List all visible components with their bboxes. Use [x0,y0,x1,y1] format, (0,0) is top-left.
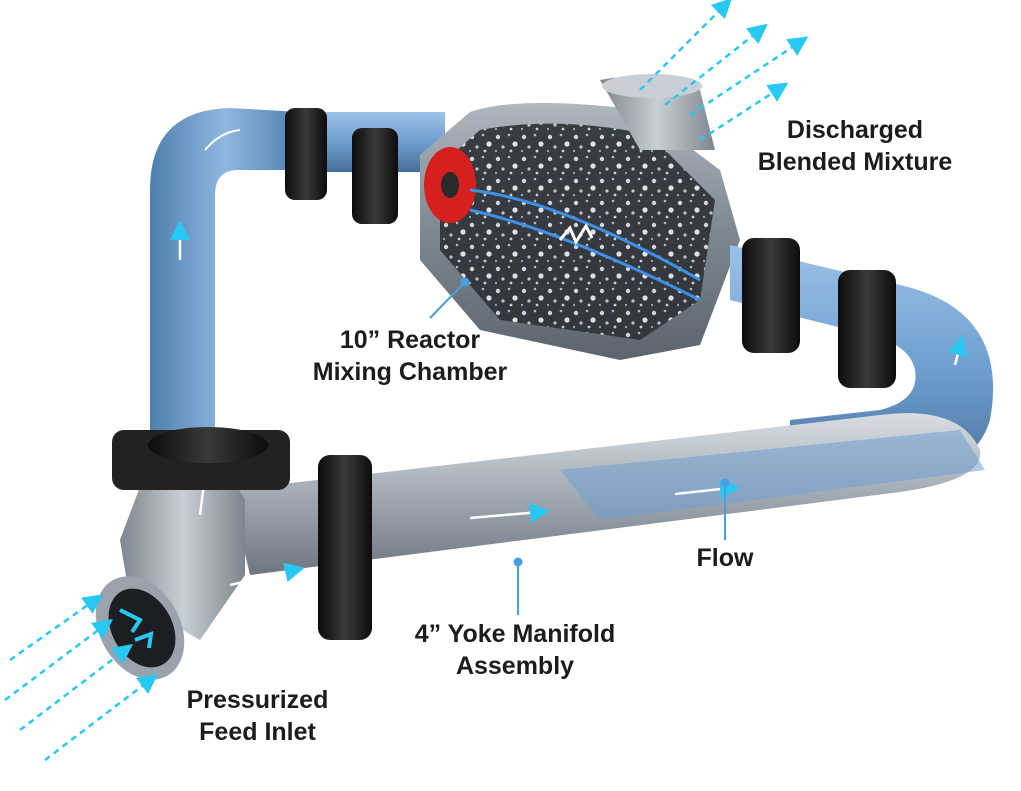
discharge-label-line2: Blended Mixture [757,148,953,176]
left-return-pipe [150,108,300,470]
discharge-flow-arrows-icon [639,0,809,142]
flow-label-text: Flow [696,544,754,572]
yoke-label-line1: 4” Yoke Manifold [414,620,616,648]
reactor-label-line2: Mixing Chamber [312,358,508,386]
clamp-2 [352,128,398,224]
inlet-label-line2: Feed Inlet [199,718,316,746]
reactor-mixing-chamber [420,74,740,360]
discharge-label: Discharged Blended Mixture [740,114,970,178]
clamp-3 [742,238,800,353]
discharge-label-line1: Discharged [786,116,924,144]
inlet-label: Pressurized Feed Inlet [160,684,355,748]
pipe-clamps [112,108,896,640]
inlet-flow-arrows-icon [4,594,158,761]
reactor-label: 10” Reactor Mixing Chamber [285,324,535,388]
clamp-4 [838,270,896,388]
clamp-6 [318,455,372,640]
leader-lines [429,277,730,615]
flow-label: Flow [680,542,770,574]
yoke-label-line2: Assembly [455,652,575,680]
reactor-label-line1: 10” Reactor [339,326,481,354]
inlet-label-line1: Pressurized [186,686,329,714]
yoke-manifold-pipe [230,413,985,575]
yoke-label: 4” Yoke Manifold Assembly [390,618,640,682]
clamp-1 [285,108,327,200]
